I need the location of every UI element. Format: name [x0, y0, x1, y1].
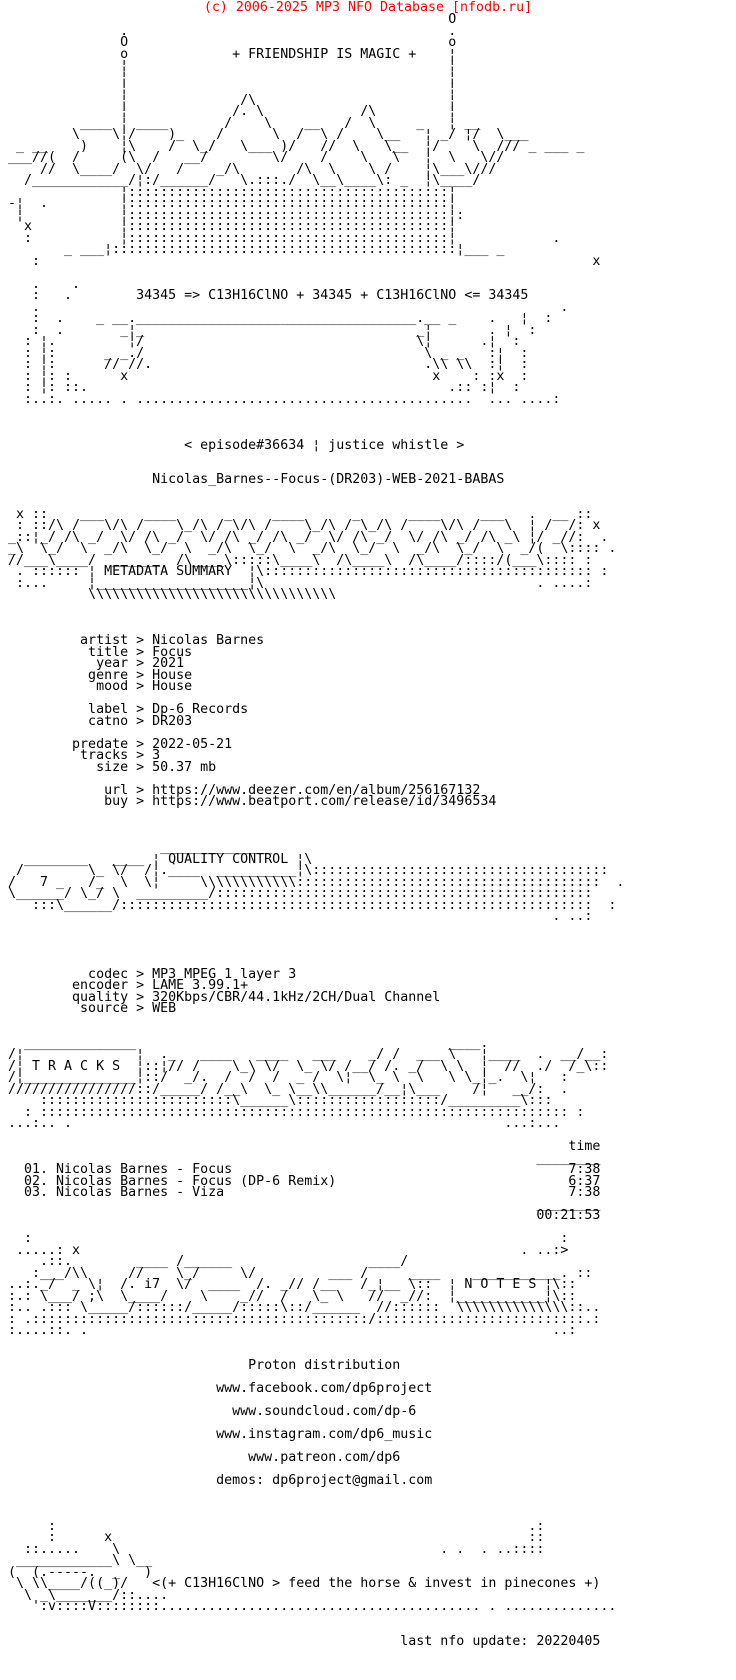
copyright-banner: (c) 2006-2025 MP3 NFO Database [nfodb.ru…: [203, 0, 533, 15]
nfo-text: O . . O o o + FRIENDSHIP IS MAGIC + ¦ ¦: [8, 12, 625, 1649]
